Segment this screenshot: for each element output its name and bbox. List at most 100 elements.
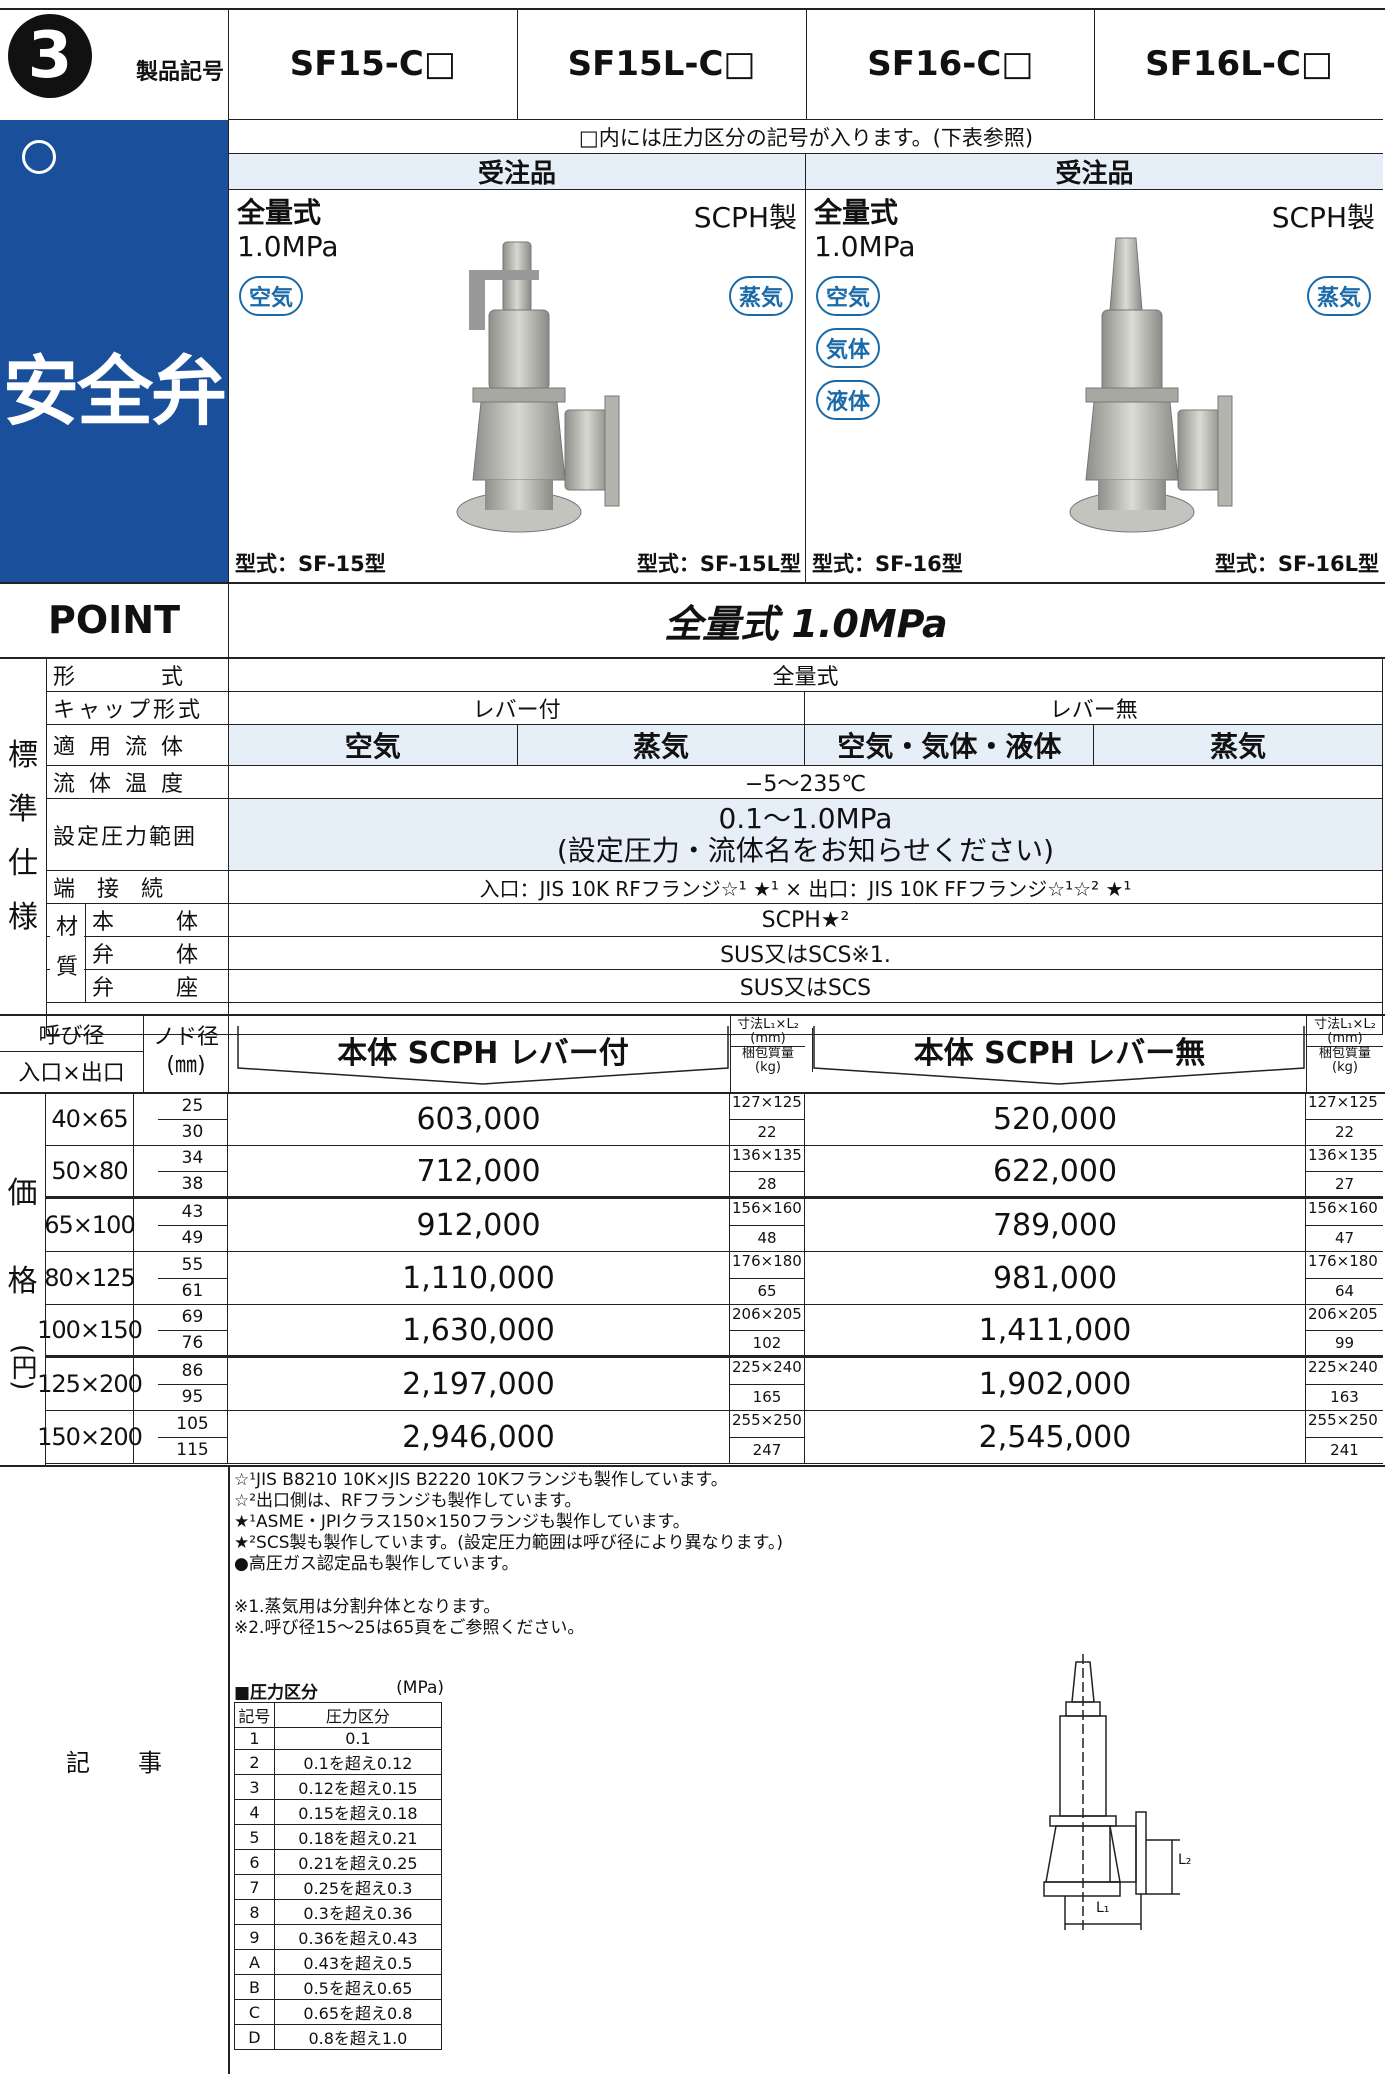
ptable-code: 3 — [234, 1774, 275, 1800]
model-sf15l: SF15L-C□ — [516, 8, 806, 120]
price-nozzle-2: 38 — [181, 1173, 204, 1194]
spec-label: 弁 座 — [85, 970, 228, 1002]
spec-row-cap: キャップ形式 レバー付 レバー無 — [46, 691, 1383, 725]
spec-row-conn: 端 接 続 入口：JIS 10K RFフランジ☆¹ ★¹ × 出口：JIS 10… — [46, 870, 1384, 904]
price-nolever: 981,000 — [805, 1252, 1306, 1304]
price-size: 50×80 — [46, 1146, 134, 1196]
category-title: 安全弁 — [3, 347, 227, 436]
head-inlet-outlet: 入口×出口 — [18, 1061, 125, 1086]
note-ref-2: ※2.呼び径15〜25は65頁をご参照ください。 — [234, 1618, 585, 1638]
material-label-2: 質 — [55, 955, 78, 980]
price-size: 40×65 — [46, 1093, 134, 1145]
ptable-range: 0.15を超え0.18 — [273, 1799, 443, 1825]
ptable-code: D — [234, 2024, 275, 2050]
price-lever-dim: 127×125 — [730, 1093, 804, 1120]
product-code-label: 製品記号 — [136, 60, 225, 85]
ptable-code: A — [234, 1949, 275, 1975]
price-header-arrow-right — [813, 1026, 1305, 1085]
price-lever-dim: 136×135 — [730, 1146, 804, 1172]
spec-group-label-1: 標 — [8, 738, 38, 773]
spec-row-body: 本 体 SCPH★² — [46, 903, 1384, 937]
ptable-range: 0.18を超え0.21 — [273, 1824, 443, 1850]
price-label-2: 格 — [7, 1263, 38, 1299]
spec-value: レバー付 — [227, 691, 806, 725]
price-nozzle-1: 55 — [158, 1252, 227, 1279]
price-nolever: 789,000 — [805, 1199, 1306, 1251]
product-pressure: 1.0MPa — [237, 230, 339, 263]
spec-label: 適用流体 — [46, 724, 229, 766]
spec-value: 全量式 — [227, 658, 1384, 692]
price-nolever-dim: 255×250 — [1306, 1411, 1383, 1438]
price-size: 125×200 — [37, 1358, 143, 1410]
note-ref-1: ※1.蒸気用は分割弁体となります。 — [234, 1597, 501, 1617]
price-nozzle-2: 76 — [181, 1332, 204, 1353]
spec-row-range: 設定圧力範囲 0.1〜1.0MPa (設定圧力・流体名をお知らせください) — [46, 798, 1384, 871]
ptable-range: 0.5を超え0.65 — [273, 1974, 443, 2000]
spec-value: 入口：JIS 10K RFフランジ☆¹ ★¹ × 出口：JIS 10K FFフラ… — [227, 870, 1384, 904]
price-size: 80×125 — [44, 1252, 136, 1304]
ptable-range: 0.1 — [273, 1727, 443, 1750]
head-weight-unit: (kg) — [755, 1060, 781, 1075]
spec-row-seat: 弁 座 SUS又はSCS — [46, 969, 1384, 1003]
price-nolever-weight: 27 — [1334, 1174, 1355, 1193]
price-size: 65×100 — [44, 1199, 136, 1251]
price-nolever-dim: 206×205 — [1306, 1305, 1383, 1331]
spec-label: 形 式 — [46, 658, 229, 692]
model-type-a: 型式：SF-15型 — [235, 552, 386, 576]
ptable-code: 4 — [234, 1799, 275, 1825]
price-lever-dim: 176×180 — [730, 1252, 804, 1279]
safety-valve-lever-photo — [456, 241, 620, 533]
price-nolever-dim: 176×180 — [1306, 1252, 1383, 1279]
price-size: 100×150 — [37, 1305, 143, 1355]
ptable-code: 9 — [234, 1924, 275, 1950]
product-type: 全量式 — [237, 196, 322, 229]
spec-value: 空気 — [227, 724, 518, 766]
price-lever: 1,630,000 — [228, 1305, 730, 1355]
price-nozzle-1: 86 — [158, 1358, 227, 1385]
ptable-range: 0.1を超え0.12 — [273, 1749, 443, 1775]
spec-label: 弁 体 — [85, 937, 228, 969]
ptable-code: 5 — [234, 1824, 275, 1850]
price-nolever-weight: 47 — [1334, 1229, 1355, 1248]
price-lever: 603,000 — [228, 1093, 730, 1145]
order-badge-right: 受注品 — [805, 154, 1383, 190]
category-side-panel: 安全弁 — [0, 120, 228, 582]
spec-range-sub: (設定圧力・流体名をお知らせください) — [556, 833, 1055, 867]
ptable-range: 0.65を超え0.8 — [273, 1999, 443, 2025]
ptable-range: 0.3を超え0.36 — [273, 1899, 443, 1925]
order-note: □内には圧力区分の記号が入ります。(下表参照) — [228, 120, 1383, 154]
model-type-a: 型式：SF-16型 — [812, 552, 963, 576]
ptable-head-code: 記号 — [234, 1702, 275, 1728]
price-nozzle-1: 43 — [158, 1199, 227, 1226]
price-nozzle-2: 95 — [181, 1387, 204, 1408]
spec-row-blank — [46, 1002, 1384, 1035]
ptable-range: 0.12を超え0.15 — [273, 1774, 443, 1800]
head-nozzle-unit: (㎜) — [166, 1053, 206, 1078]
fluid-steam-pill: 蒸気 — [728, 276, 793, 316]
ptable-range: 0.36を超え0.43 — [273, 1924, 443, 1950]
product-panel-right: 全量式 1.0MPa SCPH製 空気 気体 液体 蒸気 型式：SF-16型 型… — [805, 190, 1383, 582]
price-lever: 1,110,000 — [228, 1252, 730, 1304]
price-nolever: 520,000 — [805, 1093, 1306, 1145]
spec-range-main: 0.1〜1.0MPa — [718, 801, 893, 835]
head-dim: 寸法L₁×L₂ — [737, 1017, 799, 1032]
spec-group-label-2: 準 — [8, 792, 38, 827]
head-nozzle: ノド径 — [152, 1025, 219, 1050]
note-line-5: ●高圧ガス認定品も製作しています。 — [234, 1554, 519, 1574]
price-nolever-weight: 64 — [1334, 1282, 1355, 1301]
price-nolever-weight: 22 — [1334, 1123, 1355, 1142]
price-nolever-dim: 127×125 — [1306, 1093, 1383, 1120]
spec-label: キャップ形式 — [46, 691, 229, 725]
spec-row-form: 形 式 全量式 — [46, 658, 1384, 692]
price-label-3: (円) — [7, 1343, 37, 1391]
